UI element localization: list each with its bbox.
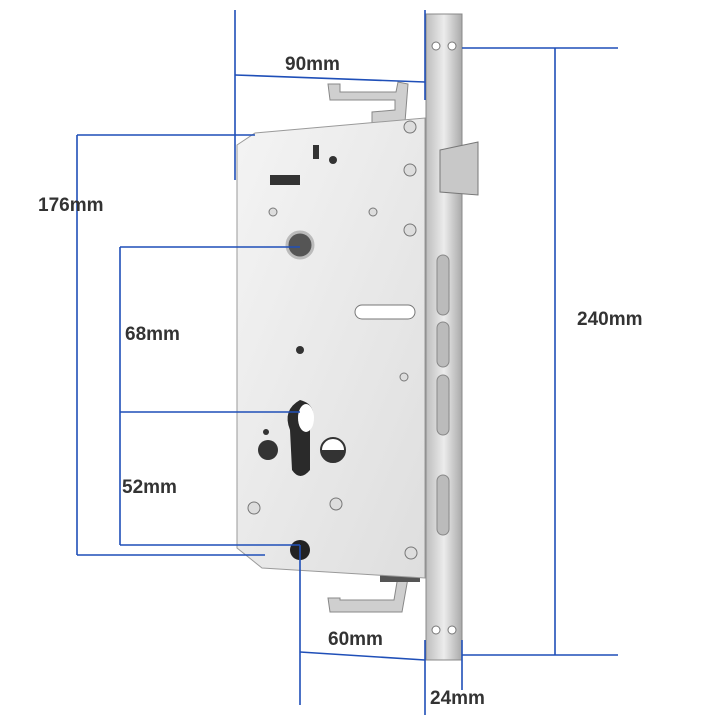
- cylinder-to-handle-label: 68mm: [125, 324, 180, 345]
- latch-bolt: [439, 141, 479, 196]
- faceplate-width-label: 24mm: [430, 688, 485, 709]
- dimension-lines: [76, 10, 618, 715]
- top-latch-hook: [327, 81, 409, 125]
- total-height-label: 240mm: [577, 309, 643, 330]
- body-height-label: 176mm: [38, 195, 104, 216]
- cylinder-to-bottom-label: 52mm: [122, 477, 177, 498]
- lock-body: [236, 117, 426, 579]
- backset-label: 60mm: [328, 629, 383, 650]
- width-top-label: 90mm: [285, 54, 340, 75]
